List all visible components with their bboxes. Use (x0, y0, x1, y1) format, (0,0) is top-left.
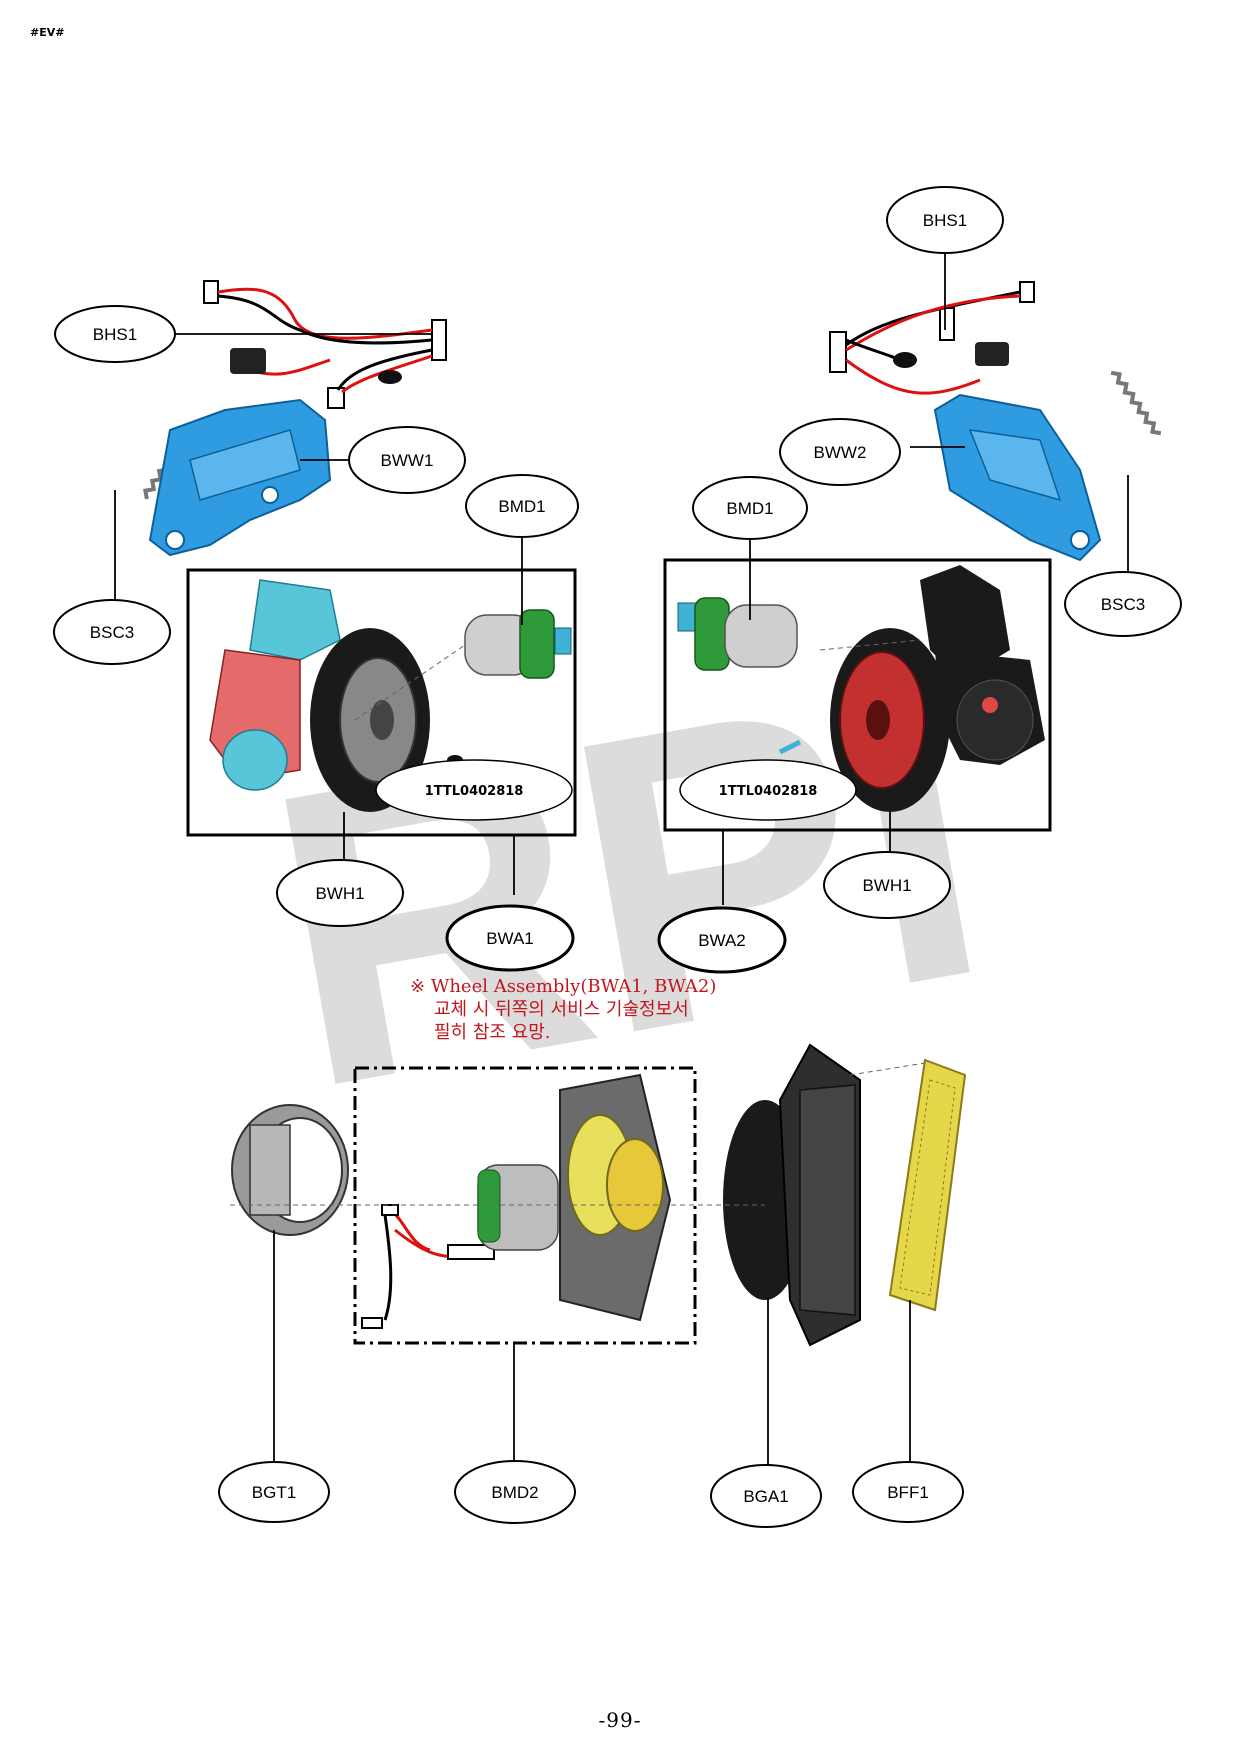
svg-text:BWA2: BWA2 (698, 931, 746, 950)
callout-bgt1: BGT1 (218, 1461, 330, 1523)
svg-text:BSC3: BSC3 (1101, 595, 1145, 614)
callout-bww1: BWW1 (348, 426, 466, 494)
svg-text:BWH1: BWH1 (862, 876, 911, 895)
screw-right (778, 739, 802, 755)
drive-motor-right (677, 597, 798, 671)
gear-cover (231, 1104, 349, 1236)
callout-bmd1-left: BMD1 (465, 474, 579, 538)
note-line-1: ※ Wheel Assembly(BWA1, BWA2) (410, 976, 717, 997)
note-symbol: ※ (410, 976, 426, 997)
page-number: -99- (598, 1708, 642, 1732)
wheel-assembly-box-left (186, 568, 577, 837)
callout-bga1: BGA1 (710, 1464, 822, 1528)
gear-housing-left (209, 579, 341, 791)
svg-text:BFF1: BFF1 (887, 1483, 929, 1502)
svg-text:BMD2: BMD2 (491, 1483, 538, 1502)
svg-text:BSC3: BSC3 (90, 623, 134, 642)
filter (888, 1058, 967, 1312)
blower-motor (361, 1073, 672, 1329)
callout-bmd2: BMD2 (454, 1460, 576, 1524)
gear-housing-right (920, 565, 1045, 765)
wire-harness-right (829, 281, 1035, 395)
callout-bwh1-left: BWH1 (276, 859, 404, 927)
svg-text:BWW2: BWW2 (814, 443, 867, 462)
svg-text:BHS1: BHS1 (923, 211, 967, 230)
leader-lines (114, 253, 1129, 1465)
wheel-assembly-box-right (663, 558, 1052, 832)
svg-text:BWH1: BWH1 (315, 884, 364, 903)
fan-cover (723, 1043, 861, 1347)
motor-assembly-box (353, 1066, 697, 1345)
callout-bwa2: BWA2 (657, 906, 787, 974)
wheel-right (830, 628, 950, 812)
callout-bff1: BFF1 (852, 1461, 964, 1523)
note-line-3: 필히 참조 요망. (434, 1022, 551, 1043)
callout-screw-code-right: 1TTL0402818 (679, 759, 857, 821)
svg-text:BMD1: BMD1 (498, 497, 545, 516)
svg-text:1TTL0402818: 1TTL0402818 (719, 784, 818, 799)
callout-bww2: BWW2 (779, 418, 901, 486)
guide-lines (230, 639, 926, 1206)
callout-screw-code-left: 1TTL0402818 (375, 759, 573, 821)
wheel-left (310, 628, 430, 812)
wheel-bracket-right (933, 393, 1102, 562)
callout-bsc3-left: BSC3 (53, 599, 171, 665)
callout-bwa1: BWA1 (445, 904, 575, 972)
svg-text:BGA1: BGA1 (743, 1487, 788, 1506)
callout-bsc3-right: BSC3 (1064, 571, 1182, 637)
callout-bwh1-right: BWH1 (823, 851, 951, 919)
callout-bhs1-right: BHS1 (886, 186, 1004, 254)
svg-text:BMD1: BMD1 (726, 499, 773, 518)
header-tag: #EV# (30, 26, 65, 39)
svg-text:BWW1: BWW1 (381, 451, 434, 470)
svg-text:BHS1: BHS1 (93, 325, 137, 344)
service-note: ※ Wheel Assembly(BWA1, BWA2) 교체 시 뒤쪽의 서비… (410, 975, 716, 1044)
svg-text:BWA1: BWA1 (486, 929, 534, 948)
svg-text:BGT1: BGT1 (252, 1483, 296, 1502)
callout-bhs1-left: BHS1 (54, 305, 176, 363)
svg-text:1TTL0402818: 1TTL0402818 (425, 784, 524, 799)
drive-motor-left (464, 609, 572, 679)
wire-harness-left (203, 280, 447, 409)
note-line-2: 교체 시 뒤쪽의 서비스 기술정보서 (434, 999, 689, 1020)
spring-right (1110, 370, 1162, 436)
callout-bmd1-right: BMD1 (692, 476, 808, 540)
wheel-bracket-left (148, 398, 332, 557)
